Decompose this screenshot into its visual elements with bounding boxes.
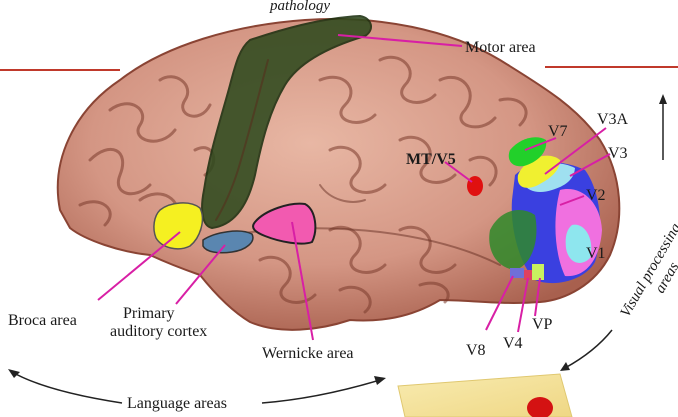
label-language-areas: Language areas [127, 395, 227, 412]
label-mt-v5: MT/V5 [406, 151, 456, 168]
header-text: pathology [269, 0, 330, 14]
label-broca-area: Broca area [8, 312, 77, 329]
vp-region [532, 264, 544, 280]
label-v8: V8 [466, 342, 486, 359]
label-v3: V3 [608, 145, 628, 162]
label-v4: V4 [503, 335, 523, 352]
label-wernicke-area: Wernicke area [262, 345, 354, 362]
broca-area-region [154, 203, 202, 249]
visual-processing-label: Visual processing areas [618, 220, 678, 329]
label-v1: V1 [586, 245, 606, 262]
label-motor-area: Motor area [465, 39, 536, 56]
label-v3a: V3A [597, 111, 629, 128]
label-primary-auditory-line2: auditory cortex [110, 323, 207, 340]
label-v2: V2 [586, 187, 606, 204]
label-primary-auditory-line1: Primary [123, 305, 175, 322]
label-v7: V7 [548, 123, 568, 140]
label-vp: VP [532, 316, 553, 333]
